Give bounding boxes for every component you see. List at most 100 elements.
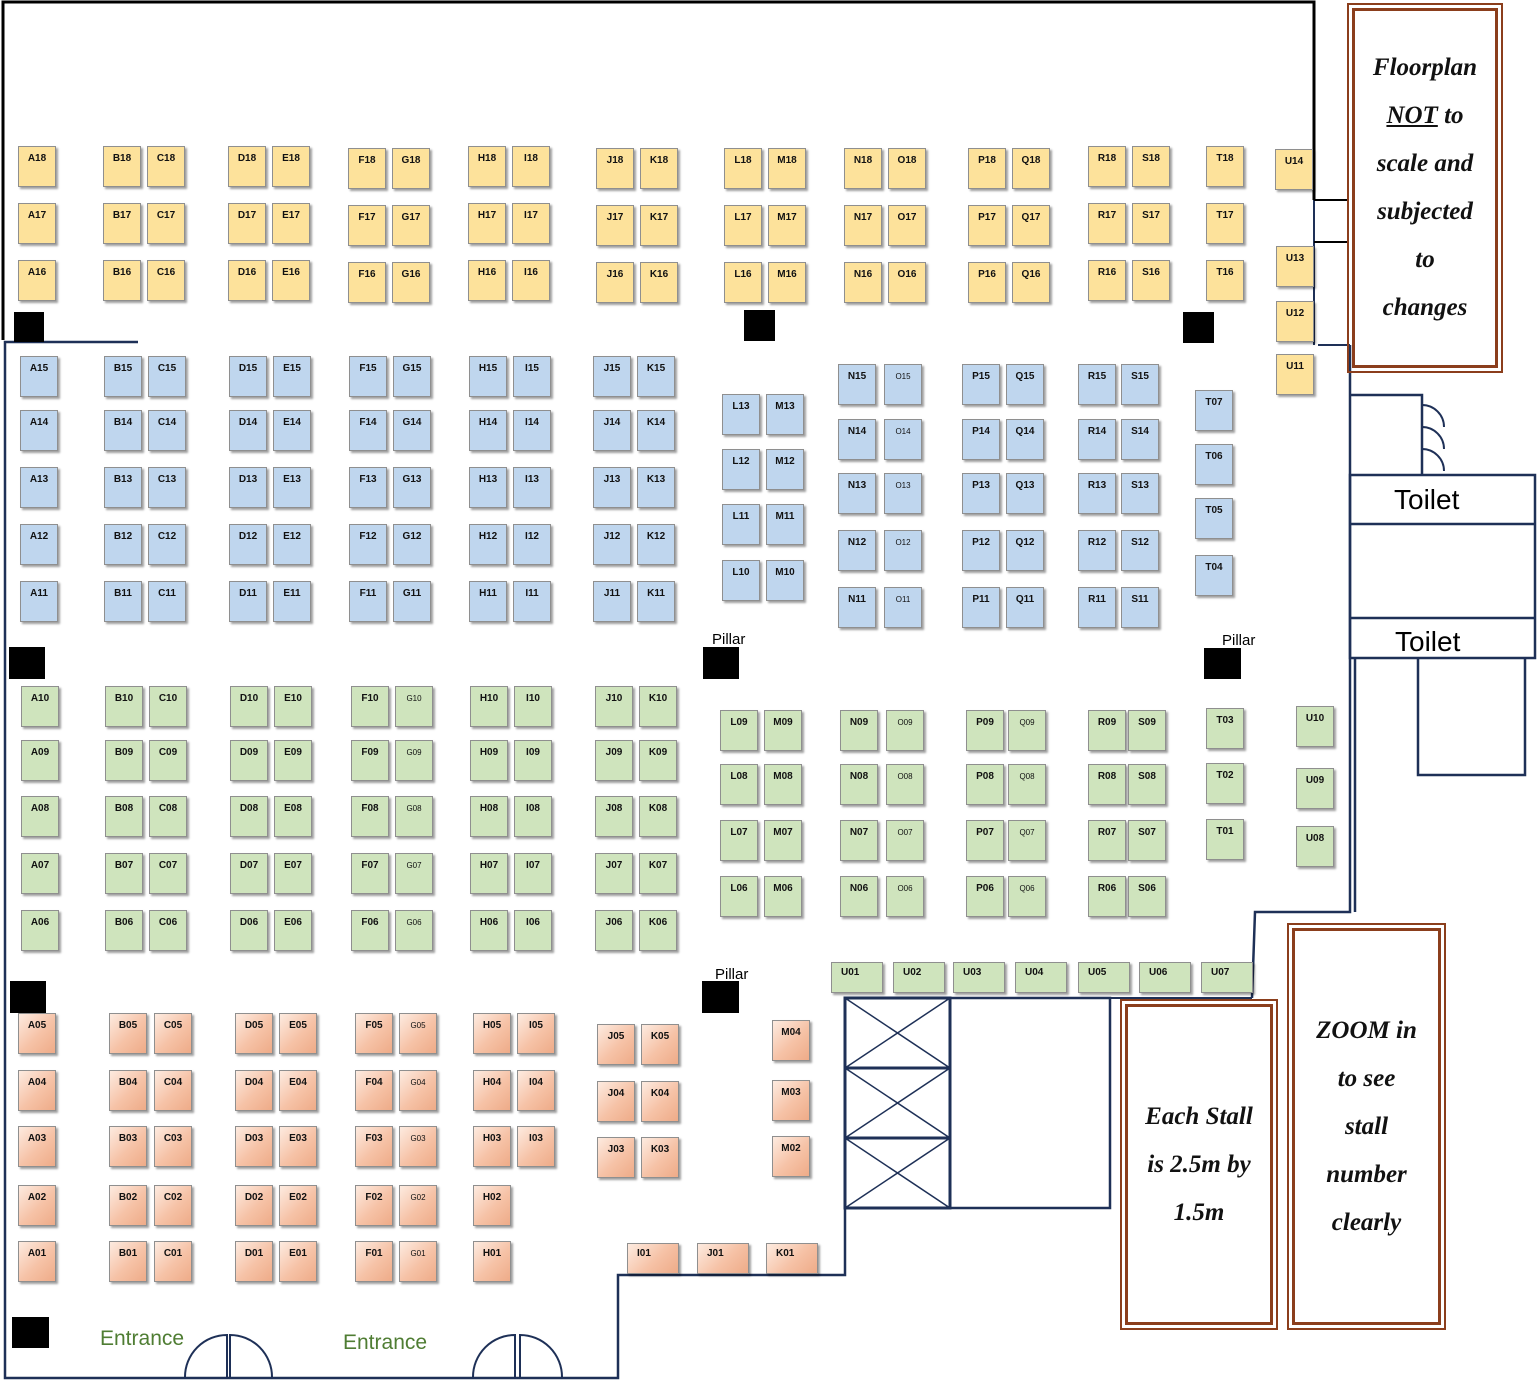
- stall-l13: L13: [722, 394, 760, 435]
- stall-p13: P13: [962, 473, 1000, 514]
- note-line: 1.5m: [1173, 1198, 1225, 1226]
- note-line: NOT to: [1373, 92, 1477, 140]
- stall-q09: Q09: [1008, 710, 1046, 751]
- stall-h12: H12: [469, 524, 507, 565]
- stall-t04: T04: [1195, 555, 1233, 596]
- stall-l06: L06: [720, 876, 758, 917]
- stall-i11: I11: [513, 581, 551, 622]
- stall-size-note: Each Stall is 2.5m by 1.5m: [1120, 999, 1278, 1330]
- entrance-label: Entrance: [343, 1331, 428, 1354]
- stall-e11: E11: [273, 581, 311, 622]
- stall-j17: J17: [596, 205, 634, 246]
- stall-k03: K03: [641, 1137, 679, 1178]
- stall-a06: A06: [21, 910, 59, 951]
- stall-p06: P06: [966, 876, 1004, 917]
- stall-f09: F09: [351, 740, 389, 781]
- stall-g04: G04: [399, 1070, 437, 1111]
- stall-p08: P08: [966, 764, 1004, 805]
- stall-s12: S12: [1121, 530, 1159, 571]
- stall-k11: K11: [637, 581, 675, 622]
- stall-h05: H05: [473, 1013, 511, 1054]
- stall-a01: A01: [18, 1241, 56, 1282]
- stall-d11: D11: [229, 581, 267, 622]
- stall-n08: N08: [840, 764, 878, 805]
- stall-c01: C01: [154, 1241, 192, 1282]
- stall-n06: N06: [840, 876, 878, 917]
- stall-u06: U06: [1139, 962, 1191, 993]
- stall-d03: D03: [235, 1126, 273, 1167]
- stall-s15: S15: [1121, 364, 1159, 405]
- stall-r18: R18: [1088, 146, 1126, 187]
- stall-g17: G17: [392, 205, 430, 246]
- stall-k12: K12: [637, 524, 675, 565]
- stall-j08: J08: [595, 796, 633, 837]
- stall-t02: T02: [1206, 763, 1244, 804]
- stall-r17: R17: [1088, 203, 1126, 244]
- stall-o07: O07: [886, 820, 924, 861]
- stall-h02: H02: [473, 1185, 511, 1226]
- stall-n12: N12: [838, 530, 876, 571]
- stall-j09: J09: [595, 740, 633, 781]
- note-line: stall: [1344, 1112, 1389, 1140]
- stall-n11: N11: [838, 587, 876, 628]
- entrance-label: Entrance: [100, 1327, 185, 1350]
- stall-c15: C15: [148, 356, 186, 397]
- stall-c06: C06: [149, 910, 187, 951]
- stall-e14: E14: [273, 410, 311, 451]
- stall-i18: I18: [512, 146, 550, 187]
- stall-i09: I09: [514, 740, 552, 781]
- stall-n18: N18: [844, 148, 882, 189]
- stall-i07: I07: [514, 853, 552, 894]
- stall-h08: H08: [470, 796, 508, 837]
- stall-e18: E18: [272, 146, 310, 187]
- stall-e16: E16: [272, 260, 310, 301]
- note-line: clearly: [1331, 1208, 1402, 1236]
- stall-r06: R06: [1088, 876, 1126, 917]
- stall-e02: E02: [279, 1185, 317, 1226]
- stall-m02: M02: [772, 1136, 810, 1177]
- stall-h13: H13: [469, 467, 507, 508]
- stall-r12: R12: [1078, 530, 1116, 571]
- stall-q18: Q18: [1012, 148, 1050, 189]
- stall-d15: D15: [229, 356, 267, 397]
- stall-m03: M03: [772, 1080, 810, 1121]
- stall-u02: U02: [893, 962, 945, 993]
- stall-g01: G01: [399, 1241, 437, 1282]
- stall-f06: F06: [351, 910, 389, 951]
- stall-q11: Q11: [1006, 587, 1044, 628]
- stall-a13: A13: [20, 467, 58, 508]
- stall-f01: F01: [355, 1241, 393, 1282]
- stall-k17: K17: [640, 205, 678, 246]
- stall-g15: G15: [393, 356, 431, 397]
- stall-b10: B10: [105, 686, 143, 727]
- stall-u09: U09: [1296, 768, 1334, 809]
- stall-j16: J16: [596, 262, 634, 303]
- stall-h17: H17: [468, 203, 506, 244]
- stall-s17: S17: [1132, 203, 1170, 244]
- stall-c18: C18: [147, 146, 185, 187]
- pillar: [10, 981, 46, 1013]
- stall-g10: G10: [395, 686, 433, 727]
- stall-j14: J14: [593, 410, 631, 451]
- stall-j06: J06: [595, 910, 633, 951]
- stall-p18: P18: [968, 148, 1006, 189]
- stall-h18: H18: [468, 146, 506, 187]
- stall-j03: J03: [597, 1137, 635, 1178]
- stall-s06: S06: [1128, 876, 1166, 917]
- stall-a09: A09: [21, 740, 59, 781]
- stall-k07: K07: [639, 853, 677, 894]
- stall-s13: S13: [1121, 473, 1159, 514]
- stall-p16: P16: [968, 262, 1006, 303]
- stall-a05: A05: [18, 1013, 56, 1054]
- stall-u13: U13: [1276, 246, 1314, 287]
- stall-c16: C16: [147, 260, 185, 301]
- stall-u11: U11: [1276, 354, 1314, 395]
- stall-d12: D12: [229, 524, 267, 565]
- stall-k13: K13: [637, 467, 675, 508]
- stall-t03: T03: [1206, 708, 1244, 749]
- stall-a14: A14: [20, 410, 58, 451]
- stall-b14: B14: [104, 410, 142, 451]
- stall-s14: S14: [1121, 419, 1159, 460]
- stall-c08: C08: [149, 796, 187, 837]
- stall-p12: P12: [962, 530, 1000, 571]
